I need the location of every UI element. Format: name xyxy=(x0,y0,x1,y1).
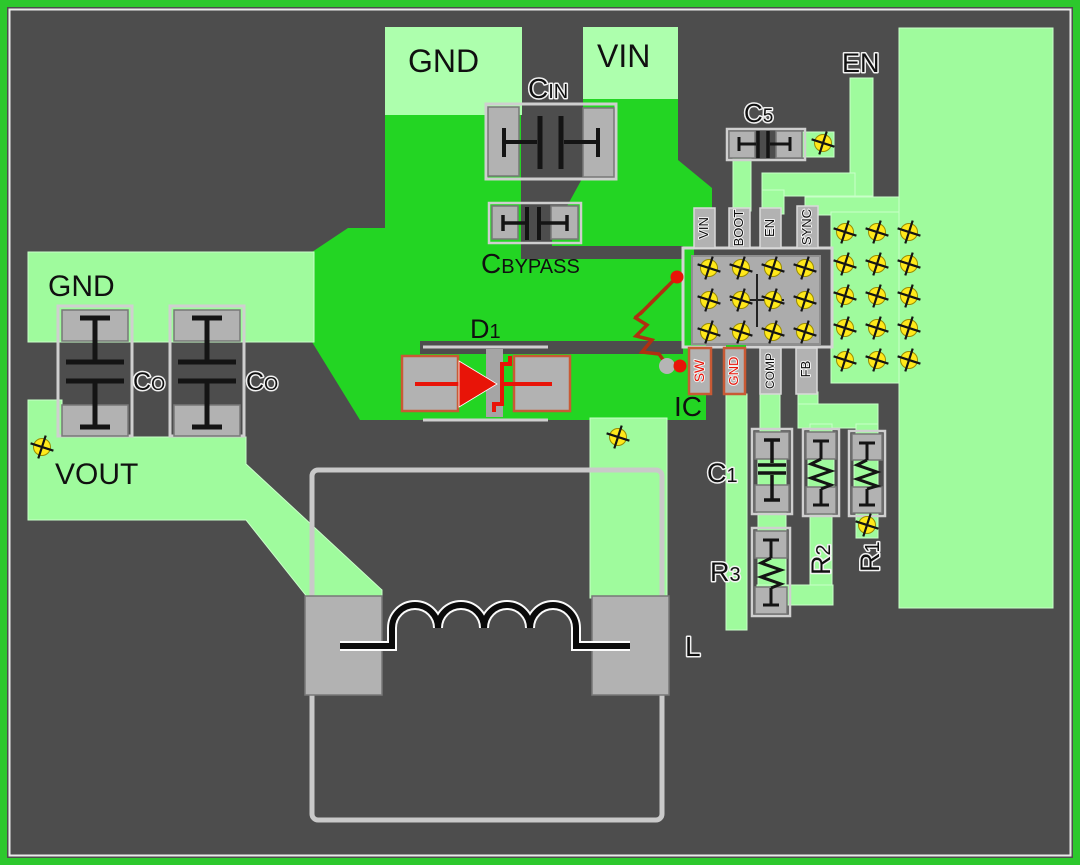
gnd-top-pad xyxy=(385,27,522,115)
r2-symbol xyxy=(806,439,836,507)
label-co-right: CO xyxy=(246,368,278,396)
label-r3: R3 xyxy=(710,557,741,587)
label-l: L xyxy=(685,631,701,662)
ic-courtyard-outline xyxy=(681,246,834,349)
label-cbypass: CBYPASS xyxy=(481,248,580,279)
pin-label-boot: BOOT xyxy=(731,210,746,247)
ic-pin-vin xyxy=(693,207,716,249)
parasitic-annotation xyxy=(632,270,687,374)
co-capacitor-left xyxy=(56,304,134,438)
label-c1: C1 xyxy=(707,458,738,488)
cbypass-band-cutout xyxy=(521,246,683,259)
node-dot-top xyxy=(670,270,684,284)
label-ic: IC xyxy=(674,391,702,422)
ic-regulator xyxy=(681,205,834,396)
label-c5: C5 xyxy=(744,98,773,128)
ic-pin-en xyxy=(759,207,782,249)
cin-capacitor xyxy=(484,102,618,181)
pin-label-sync: SYNC xyxy=(799,209,814,245)
label-r1: R1 xyxy=(855,541,885,572)
label-r2: R2 xyxy=(806,544,836,575)
ic-pin-sync xyxy=(796,205,819,249)
pin-label-sw: SW xyxy=(691,359,707,382)
c5-capacitor xyxy=(725,127,807,162)
ic-pin-gnd xyxy=(722,346,747,396)
label-en: EN xyxy=(842,48,880,78)
r1-resistor xyxy=(847,429,887,518)
label-vin-top: VIN xyxy=(597,38,650,74)
label-gnd-top: GND xyxy=(408,43,479,79)
boot-trace xyxy=(732,155,752,212)
pin-label-comp: COMP xyxy=(763,353,777,389)
ic-pin-comp xyxy=(759,347,782,395)
fb-trace xyxy=(797,391,879,437)
c5-symbol xyxy=(737,131,792,158)
co-right-symbol xyxy=(178,315,236,430)
ic-pin-sw xyxy=(687,346,713,396)
label-gnd-left: GND xyxy=(48,270,115,303)
gnd-pin-trace xyxy=(725,393,748,631)
cbypass-capacitor xyxy=(487,201,583,245)
ic-pin-boot xyxy=(728,207,751,249)
cin-slot-cutout xyxy=(521,25,583,178)
co-left-symbol xyxy=(66,315,124,430)
sw-node-gray-dot xyxy=(659,358,675,374)
pin-label-en: EN xyxy=(762,219,777,237)
pin-label-gnd: GND xyxy=(726,357,741,386)
label-vout: VOUT xyxy=(55,458,138,491)
inductor-coil-symbol xyxy=(340,602,630,649)
pin-label-vin: VIN xyxy=(696,217,711,239)
sw-trace-to-inductor xyxy=(589,417,668,599)
cin-symbol xyxy=(502,116,600,169)
ic-pin-fb xyxy=(795,347,818,395)
r3-resistor xyxy=(750,526,792,618)
right-copper-pour xyxy=(898,27,1054,609)
r1-symbol xyxy=(852,441,882,507)
sw-node-gap xyxy=(420,341,683,354)
c1-capacitor xyxy=(750,427,794,516)
r2-resistor xyxy=(801,427,841,518)
d1-schottky-symbol xyxy=(415,356,552,412)
d1-diode xyxy=(400,345,572,422)
label-co-left: CO xyxy=(133,368,165,396)
c1-symbol xyxy=(758,438,786,502)
en-trace xyxy=(761,77,874,215)
vin-top-pad xyxy=(583,27,678,99)
gnd-stitching-via-grid xyxy=(828,215,926,377)
node-dot-bottom xyxy=(673,359,687,373)
r3-symbol xyxy=(756,538,786,607)
pin-label-fb: FB xyxy=(798,361,813,378)
label-cin: CIN xyxy=(528,73,568,104)
label-d1: D1 xyxy=(470,314,501,344)
cbypass-symbol xyxy=(501,207,569,240)
inductor-l xyxy=(304,467,670,823)
co-capacitor-right xyxy=(168,304,246,438)
